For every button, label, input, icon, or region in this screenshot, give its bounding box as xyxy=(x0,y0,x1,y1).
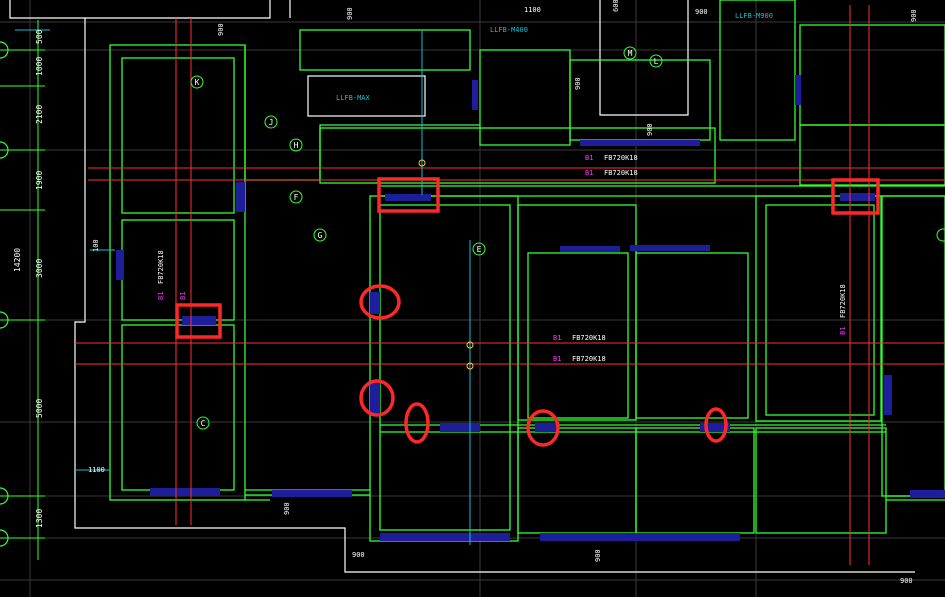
beam-segments xyxy=(116,75,945,541)
svg-text:B1: B1 xyxy=(585,154,593,162)
dim-misc-5: 900 xyxy=(283,502,291,515)
svg-text:J: J xyxy=(269,118,274,127)
axis-bubble-j: J xyxy=(264,115,278,129)
tag-top-left-box: LLFB-MAX xyxy=(336,94,371,102)
axis-bubble-l: L xyxy=(649,54,663,68)
axis-bubbles: K J H F G E C M xyxy=(190,46,945,430)
svg-text:FB720K18: FB720K18 xyxy=(839,284,847,318)
dim-left-3: 2100 xyxy=(35,105,44,124)
highlight-box-left xyxy=(175,303,222,339)
left-edge-bubbles xyxy=(0,41,9,547)
svg-text:B1: B1 xyxy=(585,169,593,177)
svg-text:FB720K18: FB720K18 xyxy=(572,334,606,342)
axis-bubble-right-edge xyxy=(936,228,945,242)
axis-bubble-m: M xyxy=(623,46,637,60)
beam-label-top-1: B1 FB720K18 xyxy=(585,154,638,162)
red-axis-lines xyxy=(75,5,945,565)
svg-text:E: E xyxy=(477,245,482,254)
svg-text:FB720K18: FB720K18 xyxy=(157,250,165,284)
highlight-box-center xyxy=(377,177,440,213)
highlight-annotations xyxy=(175,177,880,447)
highlight-ellipse-5 xyxy=(704,407,728,443)
dim-left-total: 14200 xyxy=(13,248,22,272)
dim-left-6: 5000 xyxy=(35,399,44,418)
axis-bubble-f: F xyxy=(289,190,303,204)
svg-text:H: H xyxy=(294,141,299,150)
svg-text:K: K xyxy=(195,78,200,87)
dimension-lines xyxy=(15,29,471,545)
svg-text:B1: B1 xyxy=(179,292,187,300)
highlight-ellipse-4 xyxy=(526,409,560,447)
dim-left-2: 1000 xyxy=(35,57,44,76)
tag-top-center: LLFB-M400 xyxy=(490,26,528,34)
svg-text:G: G xyxy=(318,231,323,240)
beam-label-top-2: B1 FB720K18 xyxy=(585,169,638,177)
dim-misc-6: 900 xyxy=(594,549,602,562)
svg-text:B1: B1 xyxy=(157,292,165,300)
dim-left-1: 500 xyxy=(35,29,44,44)
dim-left-7: 1300 xyxy=(35,509,44,528)
axis-bubble-h: H xyxy=(289,138,303,152)
dim-misc-3: 900 xyxy=(352,551,365,559)
svg-text:F: F xyxy=(294,193,299,202)
svg-text:B1: B1 xyxy=(553,355,561,363)
svg-text:M: M xyxy=(628,49,633,58)
highlight-box-right xyxy=(831,178,880,215)
axis-markers xyxy=(418,159,474,370)
svg-text:L: L xyxy=(654,57,659,66)
room-tags: LLFB-MAX LLFB-M400 LLFB-M900 600 xyxy=(336,0,773,102)
axis-bubble-g: G xyxy=(313,228,327,242)
svg-text:FB720K18: FB720K18 xyxy=(604,169,638,177)
beam-label-mid-2: B1 FB720K18 xyxy=(553,355,606,363)
dim-misc-7: 900 xyxy=(574,77,582,90)
dim-top-6: 900 xyxy=(910,9,918,22)
axis-bubble-c: C xyxy=(196,416,210,430)
svg-text:B1: B1 xyxy=(553,334,561,342)
svg-text:B1: B1 xyxy=(839,327,847,335)
svg-text:FB720K18: FB720K18 xyxy=(604,154,638,162)
axis-bubble-k: K xyxy=(190,75,204,89)
misc-dimensions: 100 1100 900 900 900 900 900 1100 900 90… xyxy=(88,6,918,585)
dim-top-2: 900 xyxy=(695,8,708,16)
tag-top-vertical: 600 xyxy=(612,0,620,12)
dim-left-5: 3000 xyxy=(35,259,44,278)
dim-misc-4: 900 xyxy=(900,577,913,585)
dim-misc-1: 100 xyxy=(92,239,100,252)
beam-label-mid-1: B1 FB720K18 xyxy=(553,334,606,342)
highlight-ellipse-2 xyxy=(359,379,395,417)
highlight-ellipse-3 xyxy=(404,402,430,444)
left-dimensions: 500 1000 2100 1900 3000 5000 1300 14200 xyxy=(13,29,44,528)
svg-text:FB720K18: FB720K18 xyxy=(572,355,606,363)
dim-misc-2: 1100 xyxy=(88,466,105,474)
beam-labels: B1 FB720K18 B1 FB720K18 B1 FB720K18 B1 F… xyxy=(157,154,847,363)
dim-top-1: 1100 xyxy=(524,6,541,14)
dim-top-5: 900 xyxy=(646,123,654,136)
beam-label-left-vertical: B1 FB720K18 B1 xyxy=(157,250,187,300)
beam-label-right-vertical: B1 FB720K18 xyxy=(839,284,847,335)
dim-left-4: 1900 xyxy=(35,171,44,190)
dim-top-4: 900 xyxy=(346,7,354,20)
tag-top-right: LLFB-M900 xyxy=(735,12,773,20)
highlight-ellipse-1 xyxy=(359,284,401,320)
svg-text:C: C xyxy=(201,419,206,428)
dim-top-3: 900 xyxy=(217,23,225,36)
building-outline xyxy=(9,0,915,573)
axis-bubble-e: E xyxy=(472,242,486,256)
